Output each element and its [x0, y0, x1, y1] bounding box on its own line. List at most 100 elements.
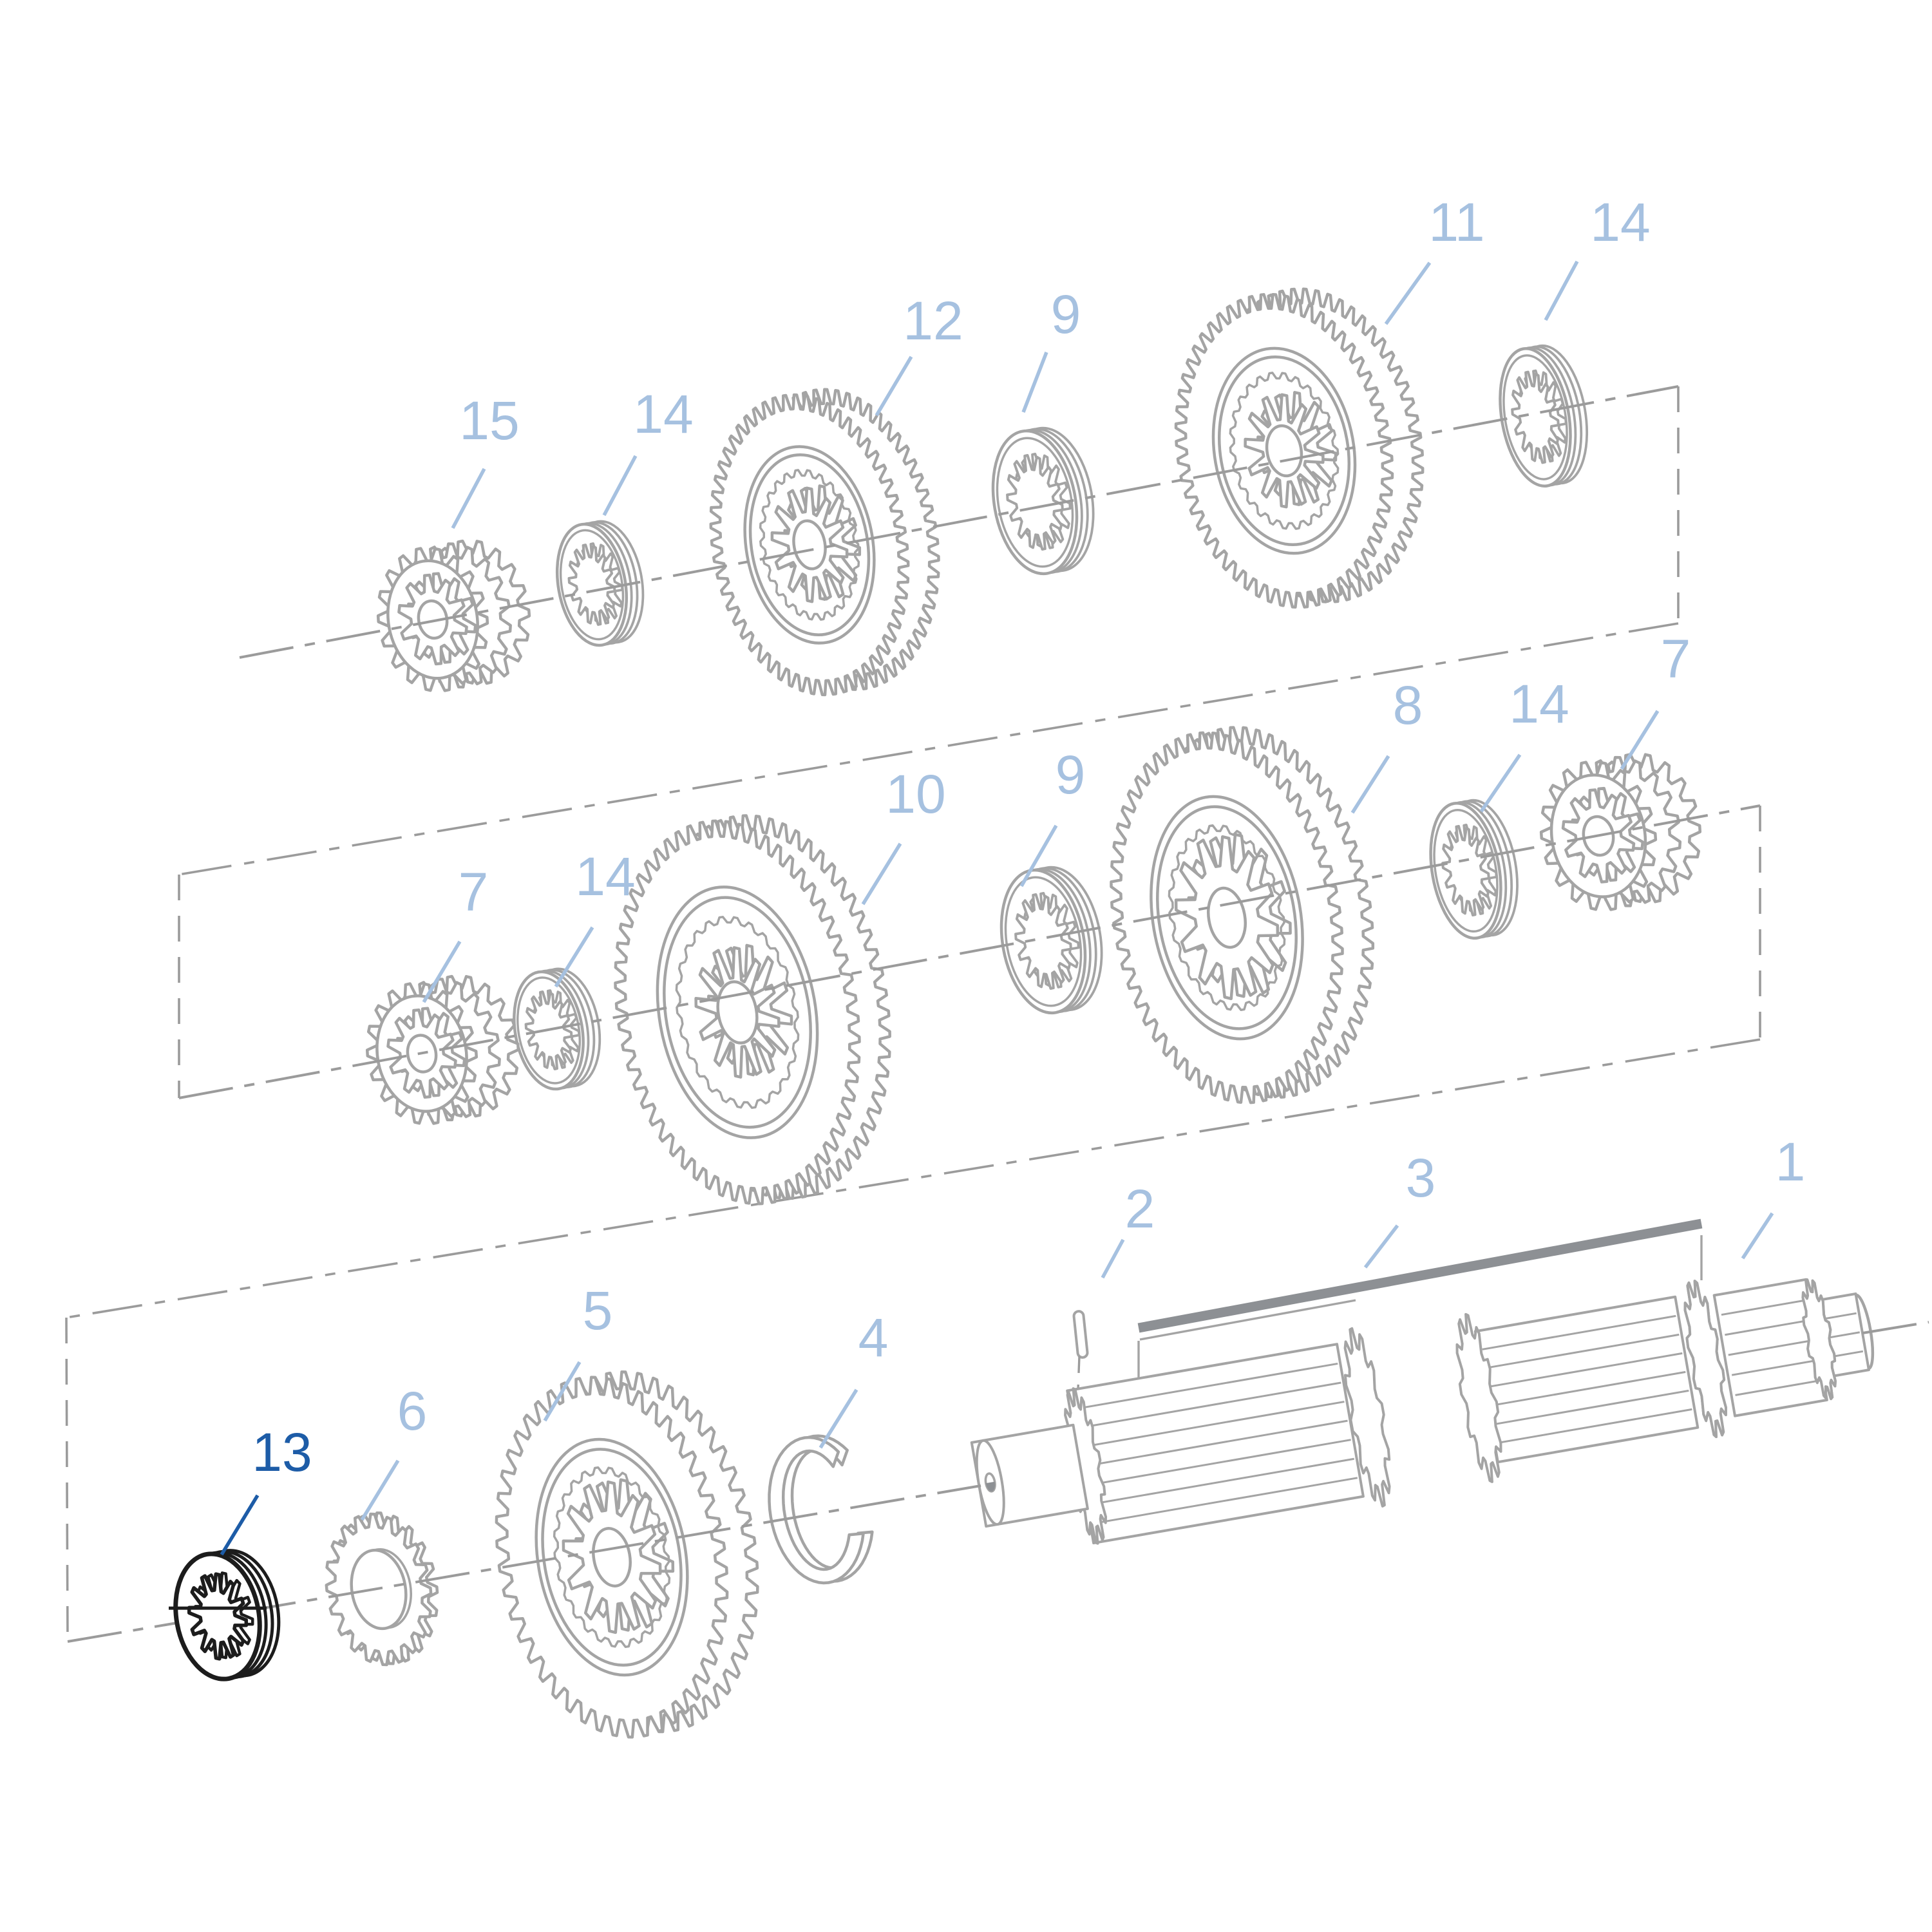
washer-spline: [1014, 893, 1072, 990]
centerlines: [67, 385, 1929, 1643]
washer-rim: [1433, 808, 1499, 933]
leader-line-15: [451, 468, 486, 529]
sleeve-spline: [187, 1572, 249, 1661]
label-10: 10: [886, 764, 945, 824]
washer-spline: [1511, 370, 1560, 464]
part-12-gear: [709, 388, 940, 697]
part-9b-washer: [999, 866, 1103, 1015]
boundary-dashdot-0: [178, 622, 1679, 876]
gear-face-ring-inner: [541, 1448, 683, 1667]
leader-line-11: [1384, 261, 1432, 325]
leader-line-12: [875, 355, 913, 417]
centerline-0: [239, 385, 1679, 659]
part-10-gear: [614, 814, 891, 1206]
part-9a-washer: [991, 426, 1095, 576]
part-15-hub: [376, 539, 531, 692]
gear-bore-serration: [1229, 372, 1340, 530]
shaft-spline-line: [1495, 1389, 1689, 1425]
label-2: 2: [1125, 1179, 1155, 1239]
leader-line-10: [861, 842, 902, 905]
washer-spline: [1441, 824, 1490, 917]
label-13: 13: [252, 1422, 312, 1482]
label-8: 8: [1393, 675, 1423, 735]
gear-hub-spline: [694, 946, 781, 1079]
part-5-gear: [495, 1370, 759, 1739]
leader-line-14c: [554, 926, 594, 988]
label-14c: 14: [575, 846, 635, 907]
boundary-dashdot-1: [66, 1038, 1761, 1319]
part-8-gear: [1110, 726, 1375, 1104]
gear-face-ring-inner: [1156, 805, 1298, 1030]
label-1: 1: [1776, 1132, 1806, 1192]
leader-line-4: [819, 1388, 858, 1449]
shaft-spline-line: [1090, 1457, 1354, 1506]
label-4: 4: [858, 1307, 889, 1368]
label-14d: 14: [1509, 674, 1569, 734]
shaft-spline-line: [1725, 1319, 1811, 1336]
gear-hub-spline: [1174, 835, 1280, 1001]
shaft-hole-shadow: [985, 1481, 996, 1492]
washer-rim: [559, 529, 625, 641]
washer-rim: [1004, 876, 1083, 1007]
shaft-spline-line: [1482, 1314, 1676, 1350]
hub-spline: [397, 573, 468, 666]
shaft-collar-1: [1343, 1327, 1391, 1508]
gear-face-ring-outer: [535, 1437, 689, 1677]
gear-face-ring-inner: [1217, 355, 1351, 547]
leader-line-5: [543, 1361, 582, 1422]
leader-line-7b: [1620, 710, 1660, 770]
label-9b: 9: [1056, 744, 1086, 805]
washer-spline: [1006, 454, 1064, 551]
gear-bore-serration: [1168, 824, 1286, 1012]
gear-bore-serration: [759, 469, 860, 621]
gear-face-ring-outer: [656, 886, 819, 1139]
label-6: 6: [397, 1381, 428, 1441]
shaft-spline-line: [1728, 1339, 1815, 1356]
leader-line-7a: [422, 940, 462, 1003]
leader-line-14a: [602, 455, 638, 516]
part-14a-washer: [555, 520, 645, 647]
leader-line-8: [1350, 755, 1390, 814]
gear-hub-spline: [562, 1480, 662, 1634]
part-3-rod: [1137, 1218, 1703, 1383]
label-11: 11: [1428, 192, 1484, 252]
gear-face-ring-outer: [743, 445, 876, 645]
gear-face-ring-outer: [1150, 795, 1304, 1041]
label-7a: 7: [459, 862, 489, 922]
leader-line-3: [1363, 1224, 1399, 1269]
shaft-collar-3: [1455, 1312, 1502, 1483]
label-5: 5: [583, 1280, 613, 1341]
shaft-spline-line: [1485, 1333, 1680, 1369]
shaft-spline-line: [1492, 1370, 1686, 1406]
gear-bore-serration: [675, 916, 800, 1109]
rod-edge-line: [1139, 1299, 1356, 1341]
leader-line-14d: [1479, 753, 1522, 813]
gear-hub-spline: [1244, 393, 1325, 509]
shaft-collar-4: [1683, 1280, 1728, 1439]
construction-lines: [65, 386, 1761, 1642]
rod-body: [1137, 1218, 1703, 1333]
shaft-spline-line: [1721, 1299, 1808, 1316]
part-11-gear: [1174, 287, 1425, 609]
gear-face-ring-outer: [1211, 346, 1357, 555]
shaft-spline-line: [1074, 1362, 1338, 1410]
washer-spline: [567, 544, 616, 626]
shaft-spline-line: [1498, 1408, 1692, 1444]
shaft-section-1: [1473, 1295, 1700, 1464]
washer-rim: [1502, 354, 1568, 480]
shaft-spline-line: [1081, 1401, 1345, 1448]
label-3: 3: [1406, 1148, 1436, 1208]
label-9a: 9: [1051, 284, 1081, 345]
washer-rim: [996, 437, 1074, 568]
gear-hub-spline: [770, 486, 849, 603]
shaft-spline-line: [1731, 1359, 1818, 1376]
shaft-spline-line: [1488, 1352, 1683, 1388]
label-7b: 7: [1661, 629, 1691, 689]
gear-bore: [716, 980, 759, 1045]
pin-body: [1072, 1310, 1089, 1359]
label-12: 12: [903, 290, 963, 351]
hub-bore: [417, 599, 449, 640]
gear-face-ring-inner: [748, 453, 871, 636]
